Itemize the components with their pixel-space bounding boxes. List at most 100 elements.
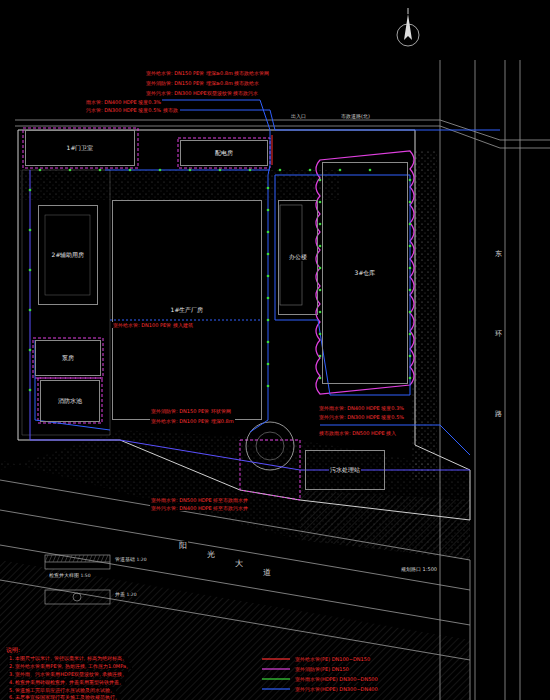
building-outline: 泵房: [35, 340, 101, 376]
detail-title: 管道基础 1:20: [114, 557, 148, 562]
building-outline: 1#生产厂房: [112, 200, 262, 420]
pipe-annotation: 室外污水管: DN300 HDPE双壁波纹管 接市政污水: [145, 90, 259, 96]
note-text: 5. 管道施工完毕后应进行水压试验及闭水试验。: [8, 687, 116, 693]
road-name: 阳: [178, 541, 188, 551]
manhole-dot: [319, 179, 322, 182]
manhole-dot: [159, 169, 162, 172]
legend-sample: [262, 688, 290, 689]
road-name: 道: [262, 568, 272, 578]
manhole-dot: [39, 169, 42, 172]
manhole-dot: [189, 169, 192, 172]
manhole-dot: [267, 231, 270, 234]
road-name: 路: [494, 410, 503, 418]
pipe-annotation: 室外给水管: DN100 PE管 接入建筑: [112, 322, 194, 328]
building-outline: 1#门卫室: [25, 130, 135, 166]
building-envelope: [316, 151, 414, 394]
manhole-dot: [409, 377, 412, 380]
note-text: 说明:: [5, 646, 21, 653]
note-text: 2. 室外给水管采用PE管, 热熔连接, 工作压力1.0MPa。: [8, 663, 132, 669]
manhole-dot: [267, 209, 270, 212]
building-name: 2#辅助用房: [51, 252, 86, 259]
building-outline: 消防水池: [40, 380, 100, 422]
manhole-dot: [409, 289, 412, 292]
manhole-dot: [279, 169, 282, 172]
manhole-dot: [267, 253, 270, 256]
building-name: 3#仓库: [354, 270, 377, 277]
note-text: 3. 室外雨、污水管采用HDPE双壁波纹管, 承插连接。: [8, 671, 128, 677]
pipe-annotation: 室外给水管: DN150 PE管 埋深≥0.8m 接市政给水管网: [145, 70, 270, 76]
pipe-annotation: 室外雨水管: DN500 HDPE 排至市政雨水井: [150, 497, 249, 503]
building-name: 1#门卫室: [66, 145, 95, 152]
manhole-dot: [267, 341, 270, 344]
pipe-annotation: 室外消防管: DN150 PE管 埋深≥0.8m 接市政给水: [145, 80, 260, 86]
detail-title: 检查井大样图 1:50: [48, 573, 92, 578]
manhole-dot: [267, 275, 270, 278]
manhole-dot: [409, 223, 412, 226]
building-name: 1#生产厂房: [170, 307, 205, 314]
note-text: 4. 检查井采用砖砌检查井, 井盖采用重型铸铁井盖。: [8, 679, 125, 685]
manhole-dot: [319, 311, 322, 314]
building-outline: 2#辅助用房: [38, 205, 98, 305]
building-name: 配电房: [214, 150, 234, 157]
building-outline: 3#仓库: [322, 162, 408, 384]
road-name: 规划路口 1:500: [400, 566, 438, 572]
manhole-dot: [319, 289, 322, 292]
manhole-dot: [267, 187, 270, 190]
manhole-dot: [267, 319, 270, 322]
road-name: 环: [494, 330, 503, 338]
legend-sample: [262, 658, 290, 659]
manhole-dot: [319, 267, 322, 270]
building-name: 消防水池: [57, 398, 83, 405]
road-name: 市政道路(北): [340, 113, 371, 119]
manhole-dot: [319, 333, 322, 336]
building-outline: 污水处理站: [305, 450, 385, 490]
pipe-annotation: 雨水管: DN400 HDPE 坡度0.3%: [85, 99, 162, 105]
manhole-dot: [339, 169, 342, 172]
legend-sample: [262, 668, 290, 669]
manhole-dot: [409, 311, 412, 314]
road-name: 大: [234, 559, 244, 569]
manhole-dot: [409, 201, 412, 204]
manhole-dot: [129, 169, 132, 172]
legend-text: 室外给水管(PE) DN100~DN150: [295, 656, 370, 662]
manhole-dot: [369, 169, 372, 172]
road-name: 光: [206, 550, 216, 560]
manhole-dot: [409, 355, 412, 358]
manhole-dot: [99, 169, 102, 172]
manhole-dot: [29, 229, 32, 232]
road-name: 东: [494, 250, 503, 258]
building-name: 污水处理站: [329, 467, 361, 474]
manhole-dot: [219, 169, 222, 172]
manhole-dot: [29, 389, 32, 392]
pipe-annotation: 室外污水管: DN300 HDPE 坡度0.5%: [318, 414, 405, 420]
legend-text: 室外污水管(HDPE) DN300~DN400: [295, 686, 378, 692]
manhole-dot: [267, 363, 270, 366]
pipe-annotation: 室外消防管: DN150 PE管 环状管网: [150, 408, 232, 414]
manhole-dot: [319, 245, 322, 248]
pipe-annotation: 室外雨水管: DN400 HDPE 坡度0.3%: [318, 405, 405, 411]
manhole-dot: [319, 223, 322, 226]
note-text: 1. 本图尺寸以米计, 管径以毫米计, 标高为绝对标高。: [8, 655, 128, 661]
manhole-dot: [29, 189, 32, 192]
manhole-dot: [409, 333, 412, 336]
legend-sample: [262, 678, 290, 679]
pipe-annotation: 污水管: DN300 HDPE 坡度0.5% 接市政: [85, 107, 179, 113]
pipe-annotation: 接市政雨水管: DN500 HDPE 接入: [318, 430, 397, 436]
building-name: 泵房: [61, 355, 75, 362]
building-name: 办公楼: [288, 254, 308, 261]
manhole-dot: [249, 169, 252, 172]
manhole-dot: [319, 377, 322, 380]
legend-text: 室外消防管(PE) DN150: [295, 666, 349, 672]
manhole-dot: [69, 169, 72, 172]
manhole-dot: [29, 309, 32, 312]
manhole-dot: [309, 169, 312, 172]
pipe-annotation: 室外给水管: DN100 PE管 埋深0.8m: [150, 418, 235, 424]
building-outline: 办公楼: [278, 200, 318, 315]
road-name: 出入口: [290, 113, 307, 119]
building-outline: 配电房: [180, 140, 268, 166]
manhole-dot: [29, 349, 32, 352]
manhole-dot: [319, 201, 322, 204]
manhole-dot: [319, 355, 322, 358]
manhole-dot: [267, 297, 270, 300]
